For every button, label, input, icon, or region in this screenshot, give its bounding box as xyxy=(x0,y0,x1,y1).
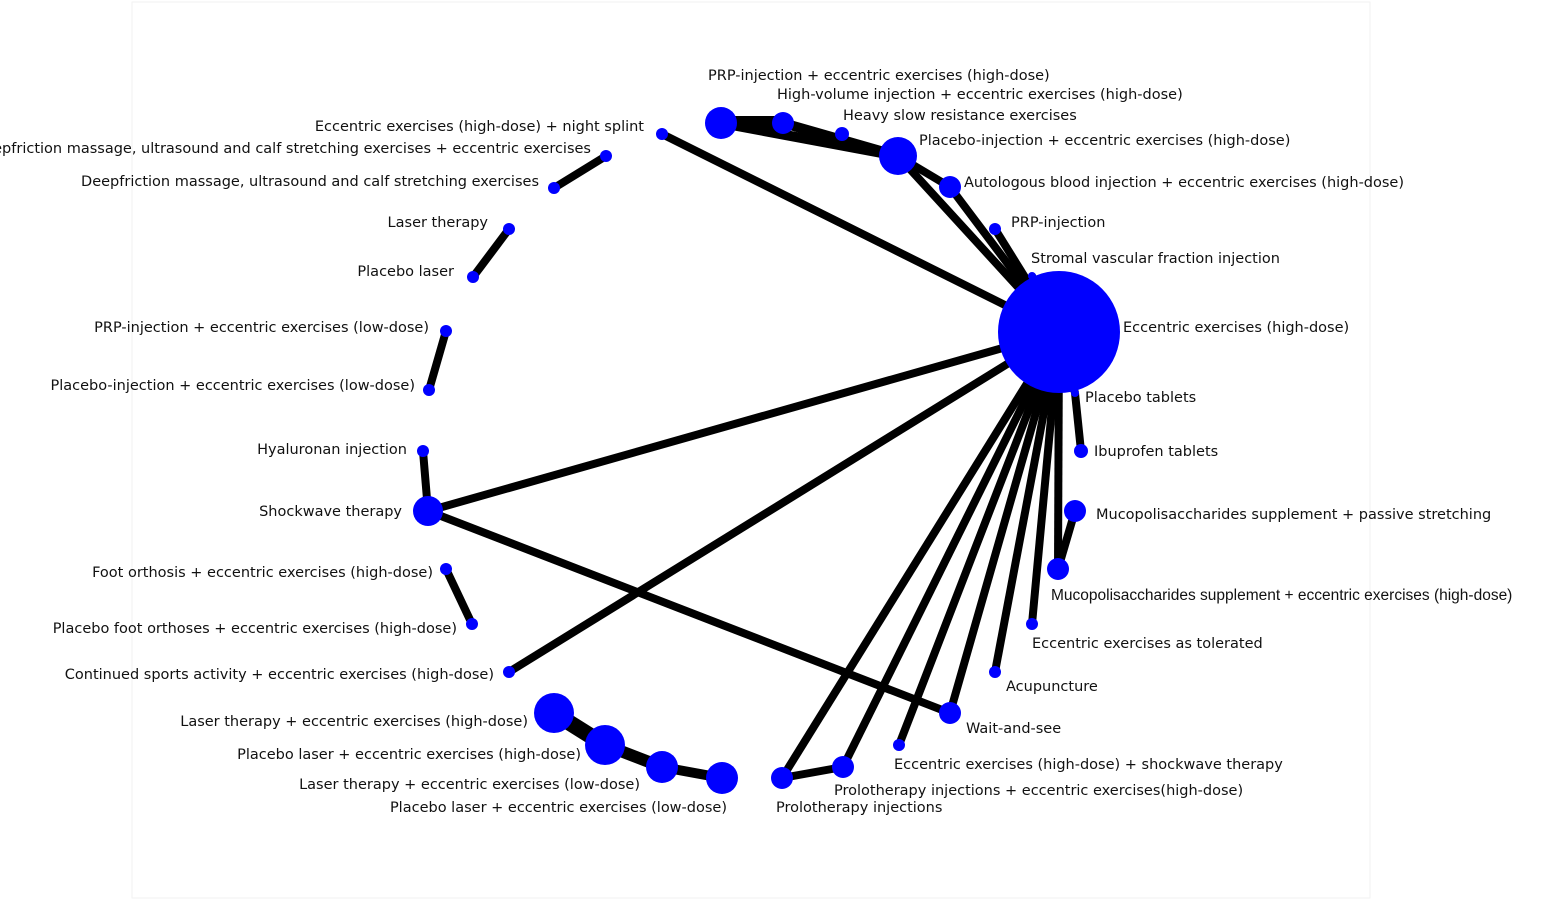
edge-ecc-hd-wait-see xyxy=(946,330,1063,715)
label-placebo-orth-ecc-hd: Placebo foot orthoses + eccentric exerci… xyxy=(53,621,457,637)
edge-ecc-hd-ecc-hd-splint xyxy=(660,130,1061,336)
label-prolo-ecc-hd: Prolotherapy injections + eccentric exer… xyxy=(834,783,1243,799)
node-ecc-hd xyxy=(998,271,1120,393)
node-placebo-inj-ecc-ld xyxy=(423,384,435,396)
node-sports-ecc-hd xyxy=(503,666,515,678)
edge-layer xyxy=(419,116,1085,783)
label-laser-ecc-ld: Laser therapy + eccentric exercises (low… xyxy=(299,777,640,793)
label-placebo-inj-ecc-hd: Placebo-injection + eccentric exercises … xyxy=(919,133,1290,149)
node-placebo-inj-ecc-hd xyxy=(879,137,917,175)
label-placebo-inj-ecc-ld: Placebo-injection + eccentric exercises … xyxy=(50,378,415,394)
label-dfm-ecc: Deepfriction massage, ultrasound and cal… xyxy=(0,141,591,157)
edge-orth-ecc-hd-placebo-orth-ecc-hd xyxy=(442,567,476,626)
label-prp-ecc-hd: PRP-injection + eccentric exercises (hig… xyxy=(708,68,1050,84)
label-shockwave: Shockwave therapy xyxy=(259,504,402,520)
node-placebo-laser-ecc-hd xyxy=(585,725,625,765)
label-orth-ecc-hd: Foot orthosis + eccentric exercises (hig… xyxy=(92,565,433,581)
label-abi-ecc-hd: Autologous blood injection + eccentric e… xyxy=(964,175,1404,191)
label-hyaluronan: Hyaluronan injection xyxy=(257,442,407,458)
edge-ecc-hd-prolo xyxy=(778,329,1063,781)
label-sports-ecc-hd: Continued sports activity + eccentric ex… xyxy=(65,667,494,683)
label-placebo-laser: Placebo laser xyxy=(357,264,454,280)
label-dfm: Deepfriction massage, ultrasound and cal… xyxy=(81,174,539,190)
label-placebo-laser-ecc-ld: Placebo laser + eccentric exercises (low… xyxy=(390,800,727,816)
node-laser-ecc-ld xyxy=(646,751,678,783)
label-svf-inj: Stromal vascular fraction injection xyxy=(1031,251,1280,267)
label-ecc-hd: Eccentric exercises (high-dose) xyxy=(1123,320,1349,336)
node-placebo-laser xyxy=(467,271,479,283)
label-wait-see: Wait-and-see xyxy=(966,721,1061,737)
label-laser: Laser therapy xyxy=(388,215,489,231)
node-ecc-hd-splint xyxy=(656,128,668,140)
label-mps-ecc-hd: Mucopolisaccharides supplement + eccentr… xyxy=(1051,587,1512,604)
label-laser-ecc-hd: Laser therapy + eccentric exercises (hig… xyxy=(180,714,528,730)
node-mps-stretch xyxy=(1064,500,1086,522)
node-layer xyxy=(413,107,1120,794)
node-laser xyxy=(503,223,515,235)
node-dfm xyxy=(548,182,560,194)
node-hvi-ecc-hd xyxy=(772,112,794,134)
label-layer: PRP-injection + eccentric exercises (hig… xyxy=(0,68,1512,816)
label-placebo-laser-ecc-hd: Placebo laser + eccentric exercises (hig… xyxy=(237,747,581,763)
node-ecc-hd-sw xyxy=(893,739,905,751)
node-placebo-orth-ecc-hd xyxy=(466,618,478,630)
node-acupuncture xyxy=(989,666,1001,678)
label-prp-ecc-ld: PRP-injection + eccentric exercises (low… xyxy=(94,320,429,336)
node-hsr xyxy=(835,127,849,141)
label-mps-stretch: Mucopolisaccharides supplement + passive… xyxy=(1096,507,1491,523)
node-ibuprofen xyxy=(1074,444,1088,458)
node-shockwave xyxy=(413,496,443,526)
node-prp-ecc-hd xyxy=(705,107,737,139)
node-ecc-tol xyxy=(1026,618,1038,630)
node-prp-ecc-ld xyxy=(440,325,452,337)
node-placebo-laser-ecc-ld xyxy=(706,762,738,794)
label-ecc-hd-sw: Eccentric exercises (high-dose) + shockw… xyxy=(894,757,1283,773)
node-hyaluronan xyxy=(417,445,429,457)
node-placebo-tab xyxy=(1071,389,1079,397)
label-hsr: Heavy slow resistance exercises xyxy=(843,108,1077,124)
node-prolo-ecc-hd xyxy=(832,756,854,778)
node-prp-inj xyxy=(989,223,1001,235)
node-wait-see xyxy=(939,702,961,724)
edge-dfm-dfm-ecc xyxy=(551,152,609,192)
edge-shockwave-wait-see xyxy=(426,507,952,717)
label-hvi-ecc-hd: High-volume injection + eccentric exerci… xyxy=(777,87,1183,103)
node-orth-ecc-hd xyxy=(440,563,452,575)
label-prp-inj: PRP-injection xyxy=(1011,215,1105,231)
label-prolo: Prolotherapy injections xyxy=(776,800,942,816)
label-acupuncture: Acupuncture xyxy=(1006,679,1098,695)
node-prolo xyxy=(771,767,793,789)
diagram-panel xyxy=(131,1,1371,899)
label-ecc-tol: Eccentric exercises as tolerated xyxy=(1032,636,1263,652)
node-abi-ecc-hd xyxy=(939,176,961,198)
edge-ecc-hd-sports-ecc-hd xyxy=(506,328,1062,676)
node-laser-ecc-hd xyxy=(534,693,574,733)
edge-ecc-hd-ecc-hd-sw xyxy=(895,330,1063,747)
label-placebo-tab: Placebo tablets xyxy=(1085,390,1196,406)
label-ibuprofen: Ibuprofen tablets xyxy=(1094,444,1218,460)
edge-ecc-hd-shockwave xyxy=(426,328,1061,515)
node-mps-ecc-hd xyxy=(1047,558,1069,580)
label-ecc-hd-splint: Eccentric exercises (high-dose) + night … xyxy=(315,119,644,135)
node-dfm-ecc xyxy=(600,150,612,162)
edge-laser-placebo-laser xyxy=(469,226,513,280)
edge-ecc-hd-prolo-ecc-hd xyxy=(839,330,1063,769)
edge-prp-ecc-ld-placebo-inj-ecc-ld xyxy=(425,329,450,392)
edge-placebo-tab-ibuprofen xyxy=(1071,392,1085,452)
